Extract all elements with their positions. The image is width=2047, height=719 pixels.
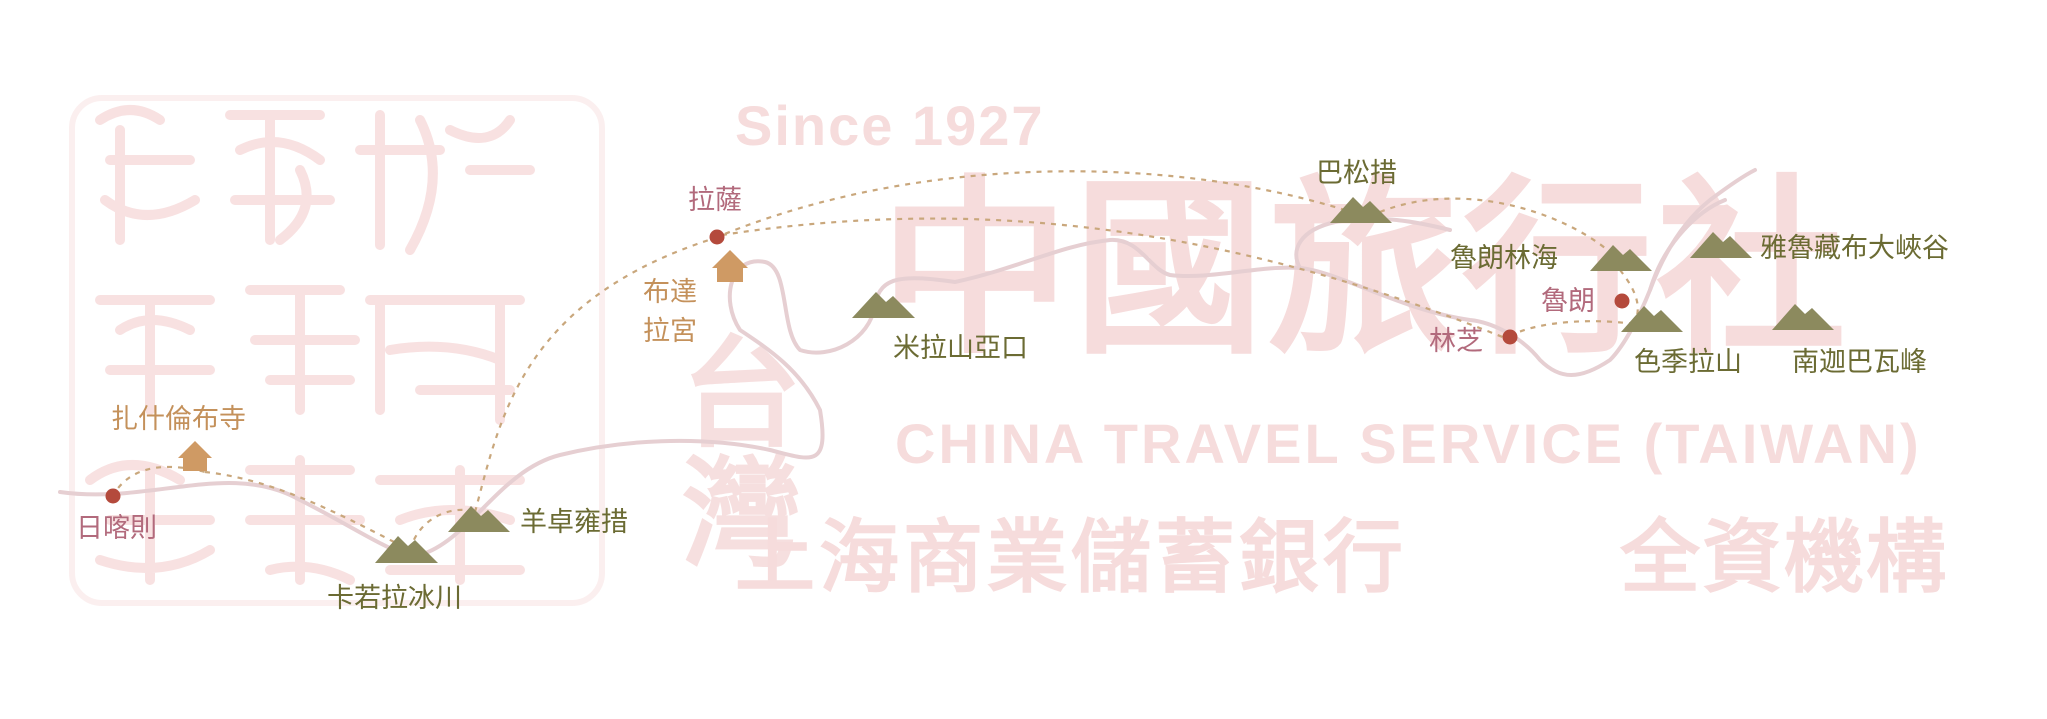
label-rikaze: 日喀則 (76, 513, 157, 544)
route-yangzhuo-lasa (473, 236, 716, 513)
watermark-company-cn: 中國旅行社 (880, 159, 1850, 380)
label-lulang: 魯朗 (1541, 286, 1595, 317)
city-dot-lulang (1614, 293, 1630, 309)
mountain-icon (852, 292, 915, 318)
mountain-icon (1690, 232, 1752, 258)
route-temple-karuola (204, 470, 411, 551)
mountain-icon (1590, 245, 1652, 271)
label-milashan: 米拉山亞口 (893, 333, 1028, 364)
label-basongcuo: 巴松措 (1316, 158, 1397, 189)
mountain-icon (1621, 306, 1683, 332)
watermark-company-en: CHINA TRAVEL SERVICE (TAIWAN) (895, 412, 1922, 475)
city-markers (105, 229, 1630, 504)
watermark-bank: 上海商業儲蓄銀行 (735, 511, 1407, 604)
branch-road-north (1648, 198, 1727, 292)
city-dot-rikaze (105, 488, 121, 504)
watermark-owned: 全資機構 (1619, 511, 1948, 604)
city-dot-lasa (709, 229, 725, 245)
place-labels: 日喀則 扎什倫布寺 卡若拉冰川 羊卓雍措 拉薩 布達 拉宮 米拉山亞口 巴松措 … (76, 158, 1949, 614)
label-lulanglinhai: 魯朗林海 (1450, 243, 1558, 274)
label-budala-line1: 布達 (643, 277, 697, 308)
watermark-since: Since 1927 (735, 94, 1045, 157)
mountain-icon (375, 536, 438, 563)
mountain-icon (1330, 197, 1392, 223)
route-lasa-linzhi (721, 217, 1506, 340)
route-karuola-yangzhuo (408, 508, 476, 551)
label-yaluzangbu: 雅魯藏布大峽谷 (1760, 233, 1949, 264)
label-sejila: 色季拉山 (1634, 347, 1742, 378)
seal-stamp (69, 95, 605, 606)
route-lines (111, 170, 1641, 551)
route-lulang-sejila (1619, 269, 1639, 323)
label-yangzhuoyong: 羊卓雍措 (520, 507, 628, 538)
label-budala-line2: 拉宮 (643, 316, 697, 347)
label-lasa: 拉薩 (688, 185, 742, 216)
mountain-icon (448, 506, 510, 532)
mountain-markers (375, 197, 1834, 563)
temple-icon (712, 250, 748, 282)
temple-markers (178, 250, 748, 471)
route-linzhi-sejila (1509, 320, 1641, 337)
route-lasa-basong (714, 170, 1346, 240)
city-dot-linzhi (1502, 329, 1518, 345)
label-nanjiabawa: 南迦巴瓦峰 (1792, 347, 1927, 378)
temple-icon (178, 441, 212, 471)
mountain-icon (1772, 304, 1834, 330)
label-zhashilunbu: 扎什倫布寺 (111, 404, 246, 435)
label-karuola: 卡若拉冰川 (327, 583, 462, 614)
label-linzhi: 林芝 (1429, 326, 1483, 357)
